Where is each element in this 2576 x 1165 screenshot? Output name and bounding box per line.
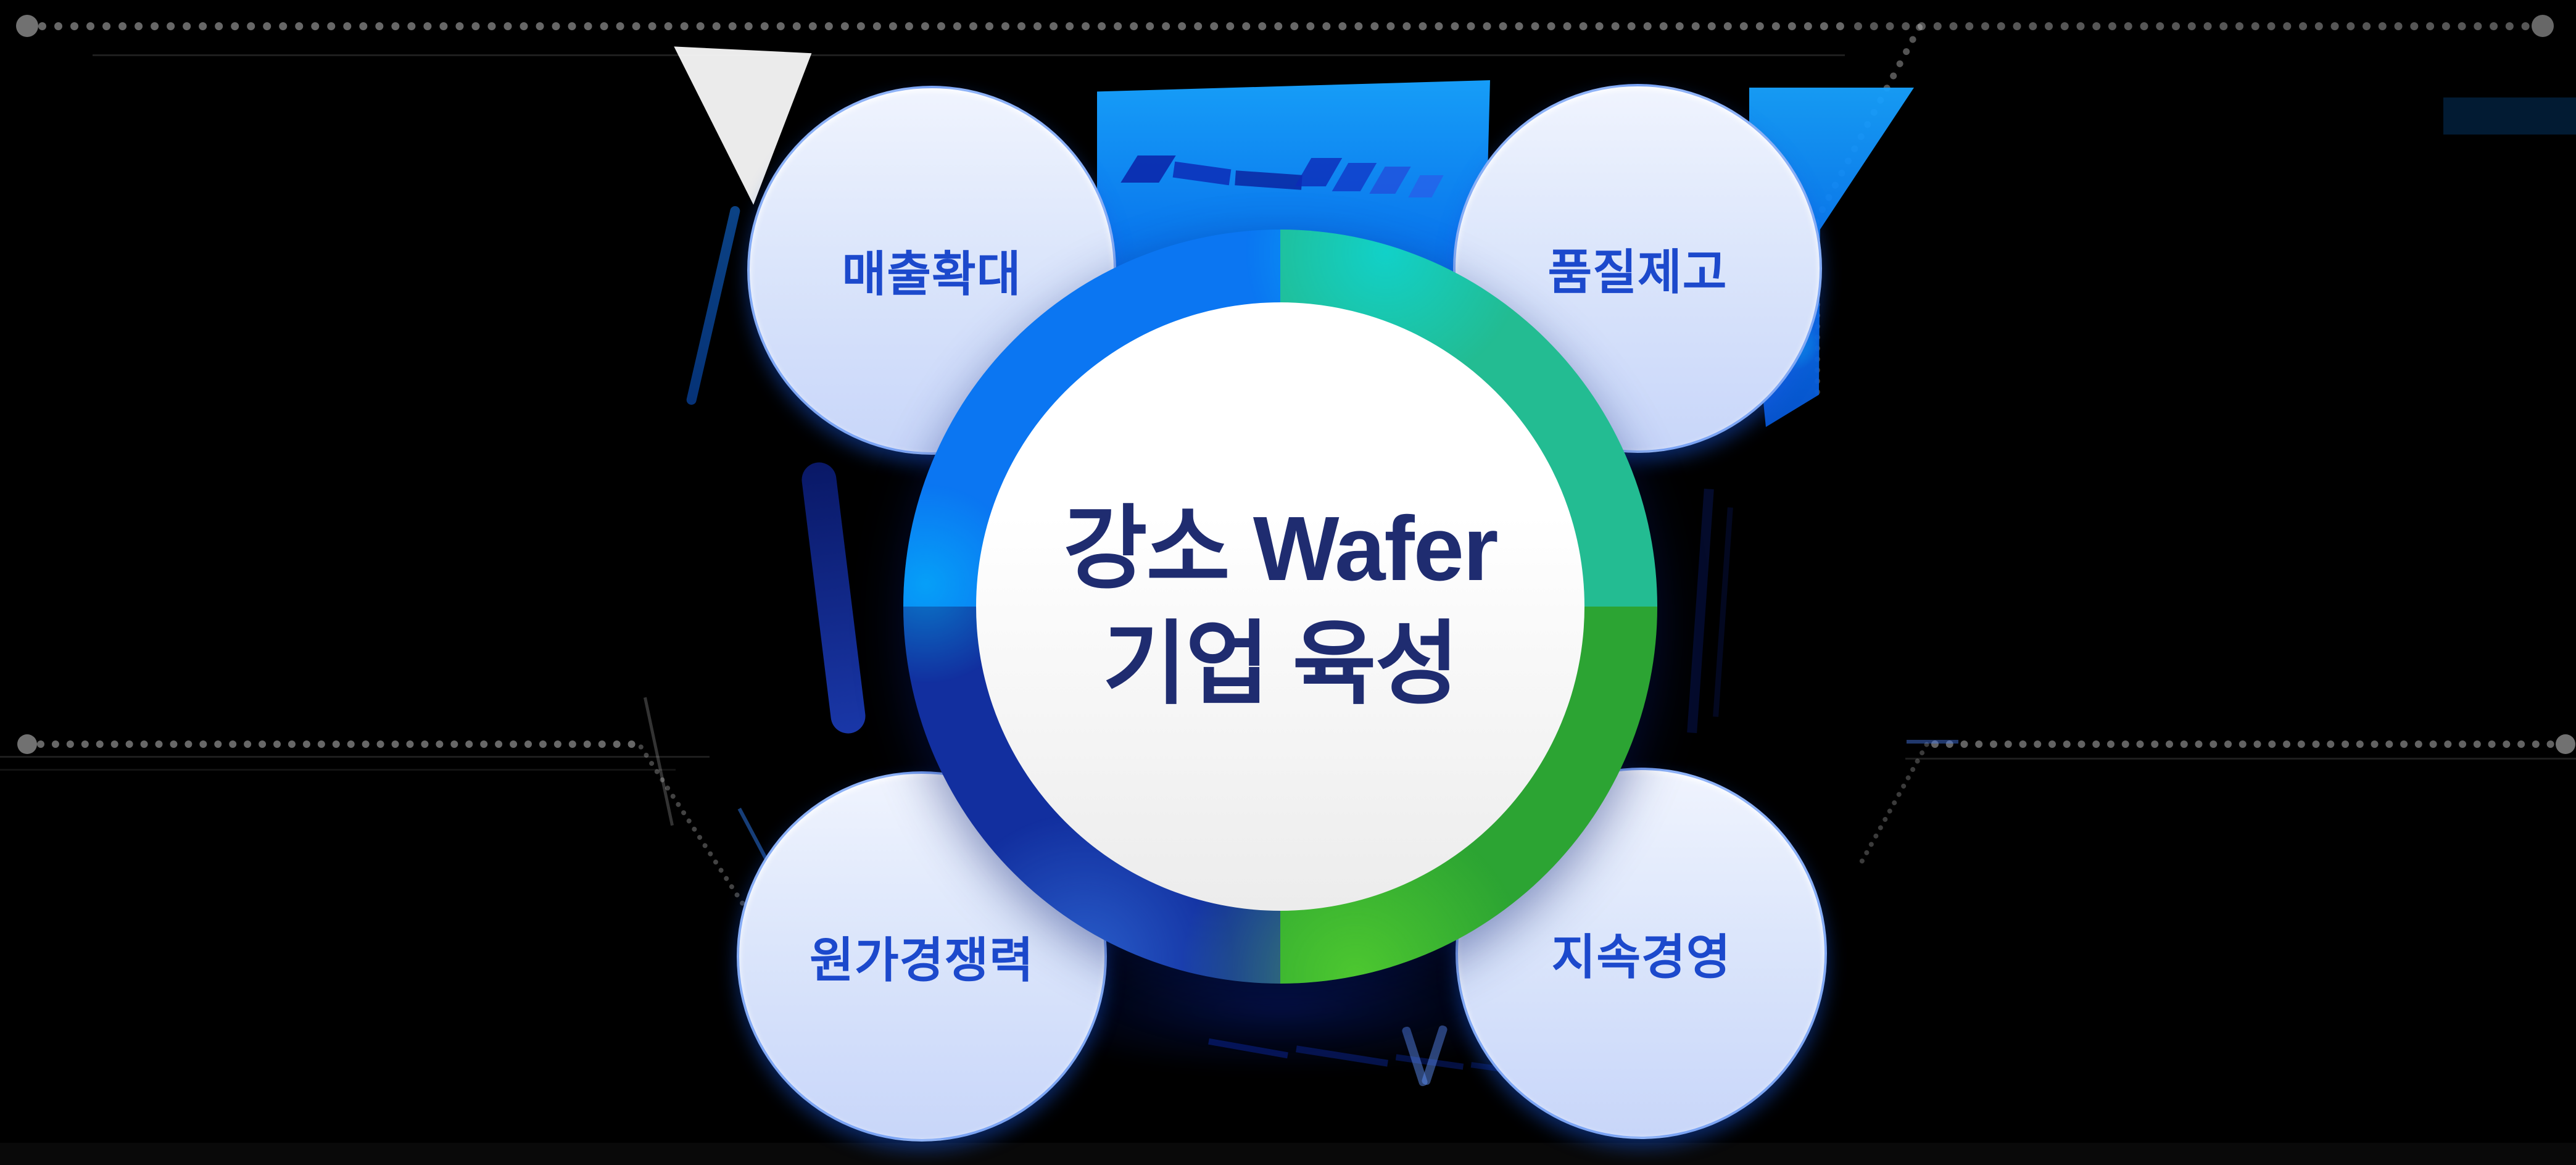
satellite-label-sustainability: 지속경영 [1551,930,1731,984]
center-hub-circle: 강소 Wafer 기업 육성 [976,302,1584,911]
satellite-label-cost: 원가경쟁력 [810,933,1034,987]
middle-left-guide-dotted-line [37,740,636,748]
satellite-label-quality: 품질제고 [1547,245,1728,299]
bottom-faint-strip [0,1143,2576,1165]
center-title-line1: 강소 Wafer [1063,498,1498,600]
middle-left-guide-cap [17,734,37,754]
navy-bar-right-of-ring [1687,488,1714,734]
blue-crescent-accent [685,205,741,406]
middle-left-guide-diagonal [637,744,746,907]
middle-right-guide-dotted-line [1931,740,2554,748]
top-guide-dotted-line [38,22,1845,30]
top-guide-cap-left [16,15,38,37]
satellite-label-sales: 매출확대 [842,247,1022,301]
center-title-line2: 기업 육성 [1103,613,1459,715]
middle-left-guide-edge1 [0,756,710,758]
middle-right-guide-diagonal [1858,741,1930,864]
middle-right-blue-tick [1907,740,1958,744]
navy-bar-right-of-ring [1713,507,1733,717]
middle-right-guide-edge [1905,758,2576,760]
top-guide-edge-line [93,54,1845,56]
top-guide-dotted-line-right [1854,22,2530,30]
middle-left-guide-edge2 [0,769,676,771]
navy-bar-left-of-ring [800,460,868,736]
middle-right-guide-cap [2556,734,2575,754]
top-right-blue-strip [2443,97,2576,135]
top-guide-cap-right [2532,15,2554,37]
